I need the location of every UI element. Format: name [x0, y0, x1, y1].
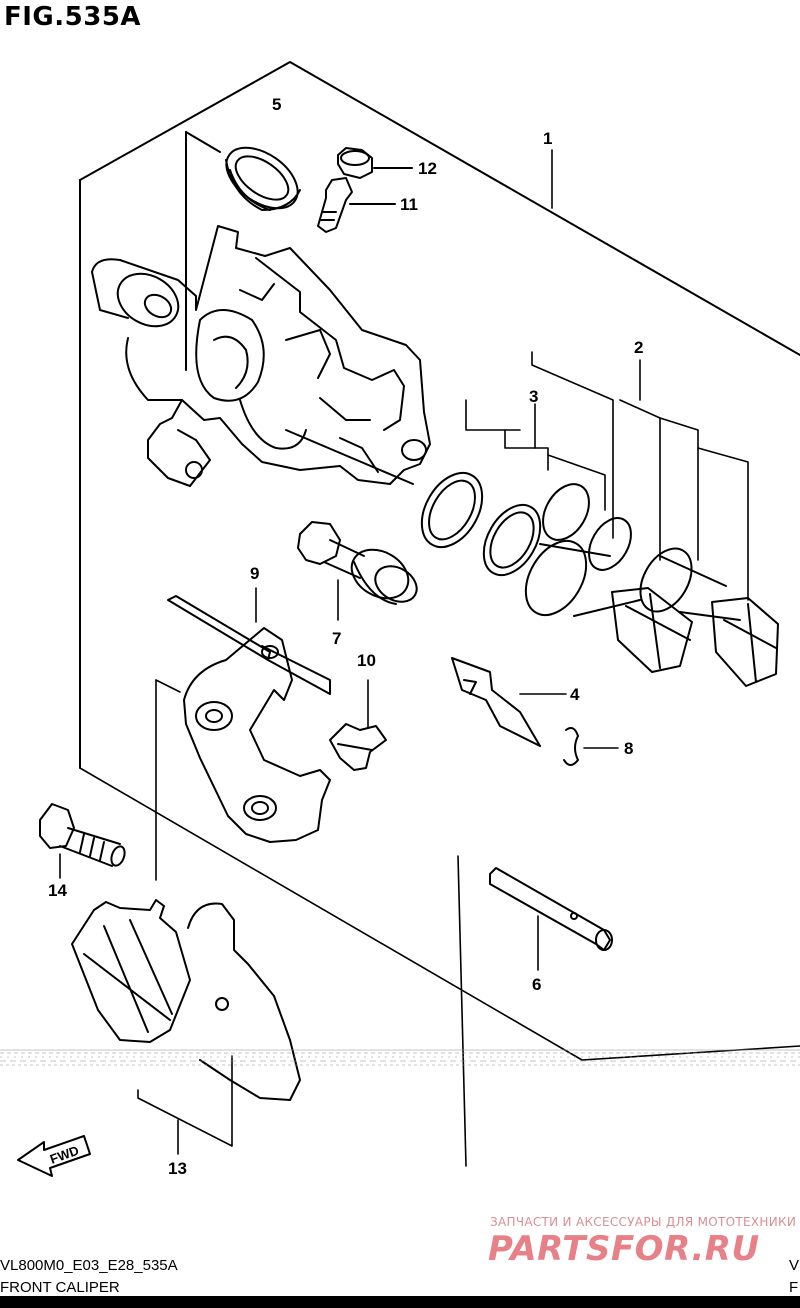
anti-rattle-spring-4: [451, 657, 541, 747]
dust-seal-3c: [542, 483, 632, 571]
bleeder-cap-12: [337, 147, 373, 179]
callout-9: 9: [250, 564, 260, 583]
slide-pin-7: [297, 521, 418, 605]
pin-clip-8: [563, 727, 579, 766]
callout-3: 3: [529, 387, 539, 406]
callout-2: 2: [634, 338, 644, 357]
pad-spring-10: [329, 723, 387, 771]
fwd-arrow-icon: FWD: [17, 1135, 91, 1177]
bottom-bar: [0, 1296, 800, 1308]
caliper-body: [91, 225, 431, 487]
scan-noise-band: [0, 1049, 800, 1066]
callout-7: 7: [332, 629, 342, 648]
callout-4: 4: [570, 685, 580, 704]
callout-6: 6: [532, 975, 542, 994]
pad-pin-6: [489, 867, 613, 951]
bleeder-valve-11: [317, 177, 353, 233]
figure-name: FRONT CALIPER: [0, 1279, 120, 1296]
watermark-logo: PARTSFOR.RU: [488, 1229, 760, 1269]
callout-12: 12: [418, 159, 437, 178]
edge-fragment-top: V: [789, 1257, 800, 1274]
watermark-tagline: ЗАПЧАСТИ И АКСЕССУАРЫ ДЛЯ МОТОТЕХНИКИ: [490, 1215, 797, 1229]
edge-fragment-bottom: F: [789, 1279, 799, 1296]
figure-code: VL800M0_E03_E28_535A: [0, 1257, 178, 1274]
callout-14: 14: [48, 881, 67, 900]
piston-seal-5: [225, 146, 301, 211]
caliper-bracket-9: [167, 595, 331, 843]
figure-title: FIG.535A: [4, 2, 142, 32]
piston-seal-3b: [482, 503, 542, 577]
assembly-outline: [79, 61, 800, 1061]
mounting-bolt-14: [39, 803, 126, 867]
callout-1: 1: [543, 129, 553, 148]
callout-8: 8: [624, 739, 634, 758]
piston-2a: [524, 540, 693, 673]
brake-pad-set-13: [71, 899, 301, 1101]
callout-11: 11: [400, 195, 418, 214]
callout-13: 13: [168, 1159, 187, 1178]
piston-seal-3a: [420, 472, 484, 548]
callout-5: 5: [272, 95, 282, 114]
callout-10: 10: [357, 651, 376, 670]
